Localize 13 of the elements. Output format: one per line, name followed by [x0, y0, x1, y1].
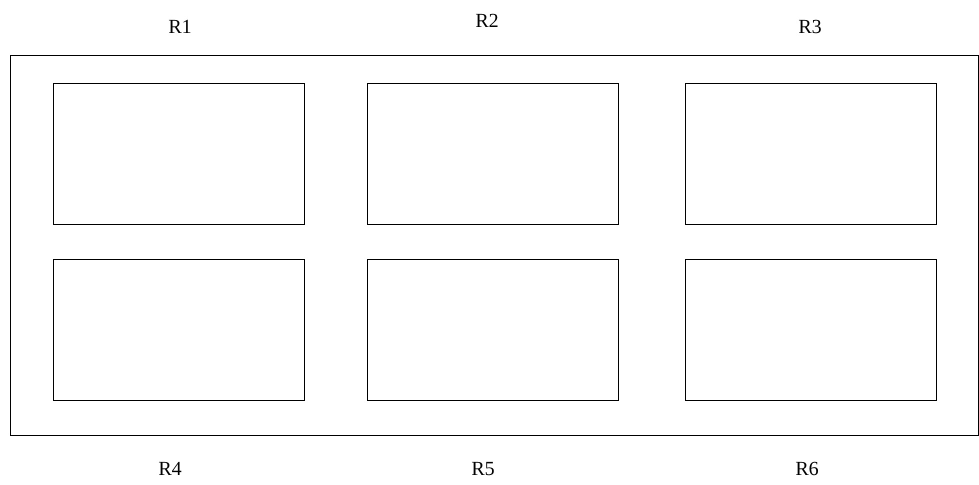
empty-box [367, 259, 619, 401]
empty-box [685, 259, 937, 401]
outer-frame [10, 55, 979, 436]
empty-box [685, 83, 937, 225]
empty-box [367, 83, 619, 225]
region-label: R3 [798, 16, 822, 38]
empty-box [53, 259, 305, 401]
empty-box [53, 83, 305, 225]
region-label: R1 [168, 16, 192, 38]
region-label: R5 [471, 458, 495, 480]
region-label: R6 [795, 458, 819, 480]
region-label: R2 [475, 10, 499, 32]
region-label: R4 [158, 458, 182, 480]
